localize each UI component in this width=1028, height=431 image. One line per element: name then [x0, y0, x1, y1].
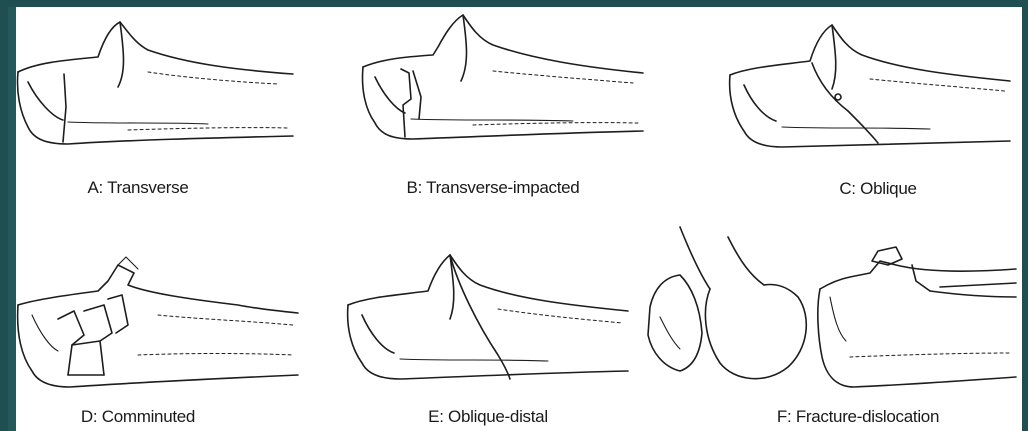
panel-a-transverse-drawing [8, 12, 308, 167]
panel-a-caption: A: Transverse [28, 178, 248, 198]
panel-c-oblique-drawing [720, 15, 1020, 170]
panel-b-transverse-impacted-drawing [353, 9, 653, 164]
panel-d-comminuted-drawing [8, 235, 308, 410]
panel-f-fracture-dislocation-drawing [640, 217, 1022, 407]
panel-b-caption: B: Transverse-impacted [363, 178, 623, 198]
panel-f-caption: F: Fracture-dislocation [708, 407, 1008, 427]
panel-d-caption: D: Comminuted [28, 407, 248, 427]
panel-e-caption: E: Oblique-distal [368, 407, 608, 427]
figure-frame: A: Transverse B: Transverse-impacted [8, 7, 1022, 431]
panel-e-oblique-distal-drawing [338, 245, 638, 405]
panel-c-caption: C: Oblique [778, 179, 978, 199]
